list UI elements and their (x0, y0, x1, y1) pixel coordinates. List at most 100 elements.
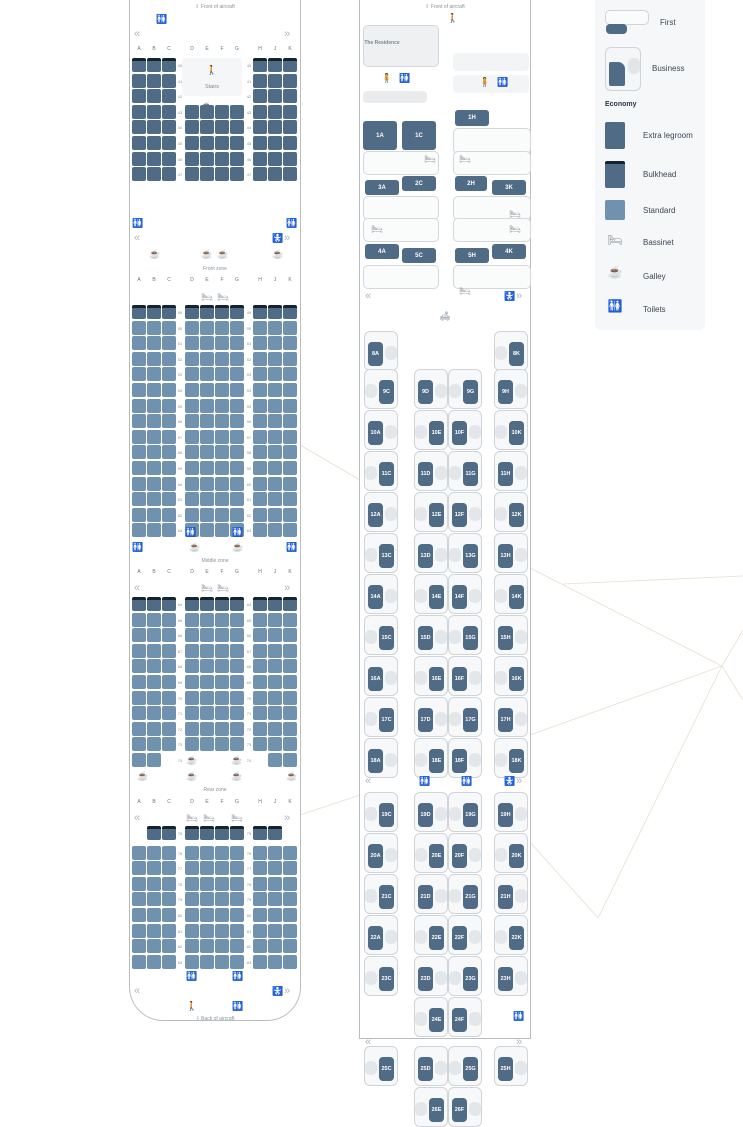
seat-23G[interactable]: 23G (463, 967, 478, 991)
seat-61E[interactable] (200, 492, 214, 507)
seat-78K[interactable] (283, 876, 297, 891)
seat-81C[interactable] (162, 923, 176, 938)
seat-53B[interactable] (147, 367, 161, 382)
seat-53K[interactable] (283, 367, 297, 382)
seat-72D[interactable] (185, 721, 199, 736)
seat-17D[interactable]: 17D (418, 708, 433, 732)
seat-80G[interactable] (230, 908, 244, 922)
seat-83K[interactable] (283, 954, 297, 969)
seat-47A[interactable] (132, 167, 146, 182)
seat-50G[interactable] (230, 320, 244, 335)
seat-49B[interactable] (147, 305, 161, 319)
seat-72J[interactable] (268, 721, 282, 736)
seat-67F[interactable] (215, 643, 229, 658)
seat-52F[interactable] (215, 351, 229, 366)
seat-73G[interactable] (230, 737, 244, 752)
seat-13D[interactable]: 13D (418, 544, 433, 568)
seat-73K[interactable] (283, 737, 297, 752)
seat-52D[interactable] (185, 351, 199, 366)
seat-81E[interactable] (200, 923, 214, 938)
seat-54E[interactable] (200, 383, 214, 397)
seat-49H[interactable] (253, 305, 267, 319)
seat-65F[interactable] (215, 612, 229, 627)
residence-suite[interactable]: The Residence (363, 25, 439, 67)
seat-64G[interactable] (230, 597, 244, 611)
seat-17H[interactable]: 17H (498, 708, 513, 732)
seat-46D[interactable] (185, 151, 199, 166)
seat-80B[interactable] (147, 908, 161, 922)
seat-67G[interactable] (230, 643, 244, 658)
seat-56K[interactable] (283, 414, 297, 429)
seat-54A[interactable] (132, 383, 146, 397)
seat-58E[interactable] (200, 445, 214, 460)
seat-68J[interactable] (268, 659, 282, 674)
seat-61K[interactable] (283, 492, 297, 507)
seat-79H[interactable] (253, 892, 267, 907)
seat-78F[interactable] (215, 876, 229, 891)
seat-70C[interactable] (162, 690, 176, 705)
seat-50K[interactable] (283, 320, 297, 335)
seat-72B[interactable] (147, 721, 161, 736)
seat-17C[interactable]: 17C (379, 708, 394, 732)
seat-43A[interactable] (132, 104, 146, 119)
seat-73E[interactable] (200, 737, 214, 752)
seat-40H[interactable] (253, 58, 267, 72)
seat-52G[interactable] (230, 351, 244, 366)
seat-57D[interactable] (185, 429, 199, 444)
seat-70E[interactable] (200, 690, 214, 705)
seat-23D[interactable]: 23D (418, 967, 433, 991)
seat-63K[interactable] (283, 523, 297, 538)
seat-22E[interactable]: 22E (429, 926, 444, 950)
seat-26F[interactable]: 26F (452, 1098, 467, 1122)
seat-4K[interactable]: 4K (492, 244, 526, 259)
seat-58H[interactable] (253, 445, 267, 460)
seat-75F[interactable] (215, 826, 229, 840)
seat-44F[interactable] (215, 120, 229, 135)
seat-54H[interactable] (253, 383, 267, 397)
seat-55G[interactable] (230, 398, 244, 413)
seat-75D[interactable] (185, 826, 199, 840)
seat-75J[interactable] (268, 826, 282, 840)
seat-67E[interactable] (200, 643, 214, 658)
seat-70A[interactable] (132, 690, 146, 705)
seat-78J[interactable] (268, 876, 282, 891)
seat-47D[interactable] (185, 167, 199, 182)
seat-78D[interactable] (185, 876, 199, 891)
seat-69A[interactable] (132, 675, 146, 689)
seat-40B[interactable] (147, 58, 161, 72)
seat-56J[interactable] (268, 414, 282, 429)
seat-51E[interactable] (200, 336, 214, 351)
seat-41J[interactable] (268, 73, 282, 88)
seat-16E[interactable]: 16E (429, 667, 444, 691)
seat-43K[interactable] (283, 104, 297, 119)
seat-51H[interactable] (253, 336, 267, 351)
seat-61G[interactable] (230, 492, 244, 507)
seat-53E[interactable] (200, 367, 214, 382)
seat-83E[interactable] (200, 954, 214, 969)
seat-71B[interactable] (147, 706, 161, 721)
seat-82A[interactable] (132, 939, 146, 954)
seat-70B[interactable] (147, 690, 161, 705)
seat-49J[interactable] (268, 305, 282, 319)
seat-79J[interactable] (268, 892, 282, 907)
seat-46A[interactable] (132, 151, 146, 166)
seat-50A[interactable] (132, 320, 146, 335)
seat-62H[interactable] (253, 507, 267, 522)
seat-55K[interactable] (283, 398, 297, 413)
seat-71F[interactable] (215, 706, 229, 721)
seat-67K[interactable] (283, 643, 297, 658)
seat-81D[interactable] (185, 923, 199, 938)
seat-80D[interactable] (185, 908, 199, 922)
seat-55F[interactable] (215, 398, 229, 413)
seat-44G[interactable] (230, 120, 244, 135)
seat-19G[interactable]: 19G (463, 803, 478, 827)
seat-45G[interactable] (230, 136, 244, 150)
seat-43F[interactable] (215, 104, 229, 119)
seat-40C[interactable] (162, 58, 176, 72)
seat-58D[interactable] (185, 445, 199, 460)
seat-20F[interactable]: 20F (452, 844, 467, 868)
seat-54D[interactable] (185, 383, 199, 397)
seat-73D[interactable] (185, 737, 199, 752)
seat-43B[interactable] (147, 104, 161, 119)
seat-44H[interactable] (253, 120, 267, 135)
